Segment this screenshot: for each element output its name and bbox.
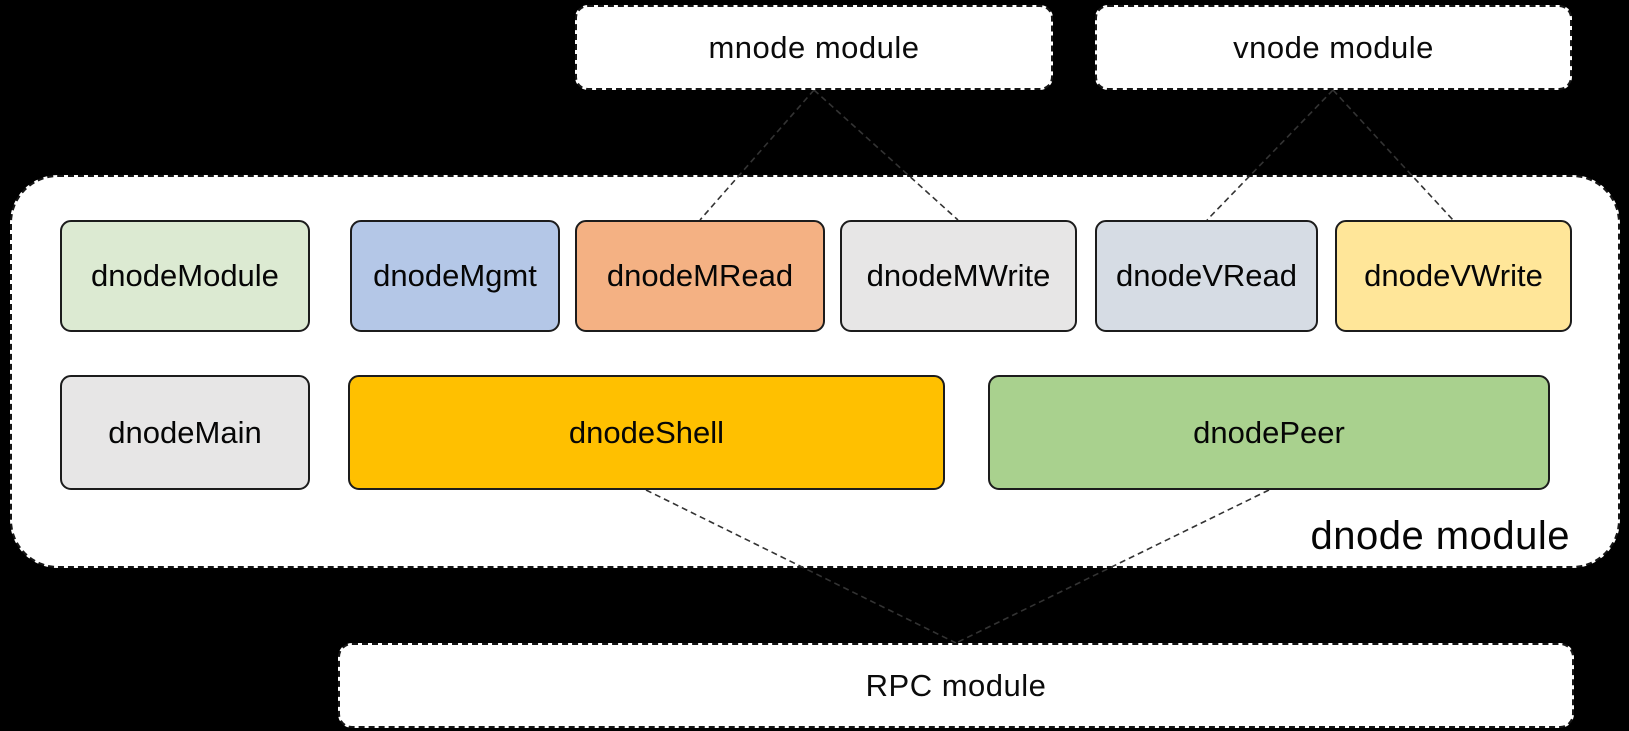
node-box-dnodemwrite: dnodeMWrite [840,220,1077,332]
node-box-dnodemain: dnodeMain [60,375,310,490]
dnode-module-label: dnode module [1310,514,1570,558]
mnode-module-label: mnode module [708,29,920,65]
node-box-dnodevwrite: dnodeVWrite [1335,220,1572,332]
vnode-module-label: vnode module [1233,29,1434,65]
node-label-dnodepeer: dnodePeer [1193,414,1345,450]
node-label-dnodeshell: dnodeShell [568,414,725,450]
node-label-dnodemain: dnodeMain [108,414,262,450]
node-box-dnodemgmt: dnodeMgmt [350,220,560,332]
node-box-dnodeshell: dnodeShell [348,375,945,490]
node-label-dnodemread: dnodeMRead [606,258,794,293]
node-label-dnodevread: dnodeVRead [1116,258,1297,293]
rpc-module-box: RPC module [338,643,1574,728]
rpc-module-label: RPC module [865,667,1047,703]
node-label-dnodemwrite: dnodeMWrite [866,258,1051,293]
mnode-module-box: mnode module [575,5,1053,90]
vnode-module-box: vnode module [1095,5,1572,90]
node-box-dnodemodule: dnodeModule [60,220,310,332]
node-label-dnodevwrite: dnodeVWrite [1364,258,1543,293]
node-box-dnodemread: dnodeMRead [575,220,825,332]
node-box-dnodepeer: dnodePeer [988,375,1550,490]
node-box-dnodevread: dnodeVRead [1095,220,1318,332]
node-label-dnodemodule: dnodeModule [91,258,279,293]
node-label-dnodemgmt: dnodeMgmt [373,258,537,293]
